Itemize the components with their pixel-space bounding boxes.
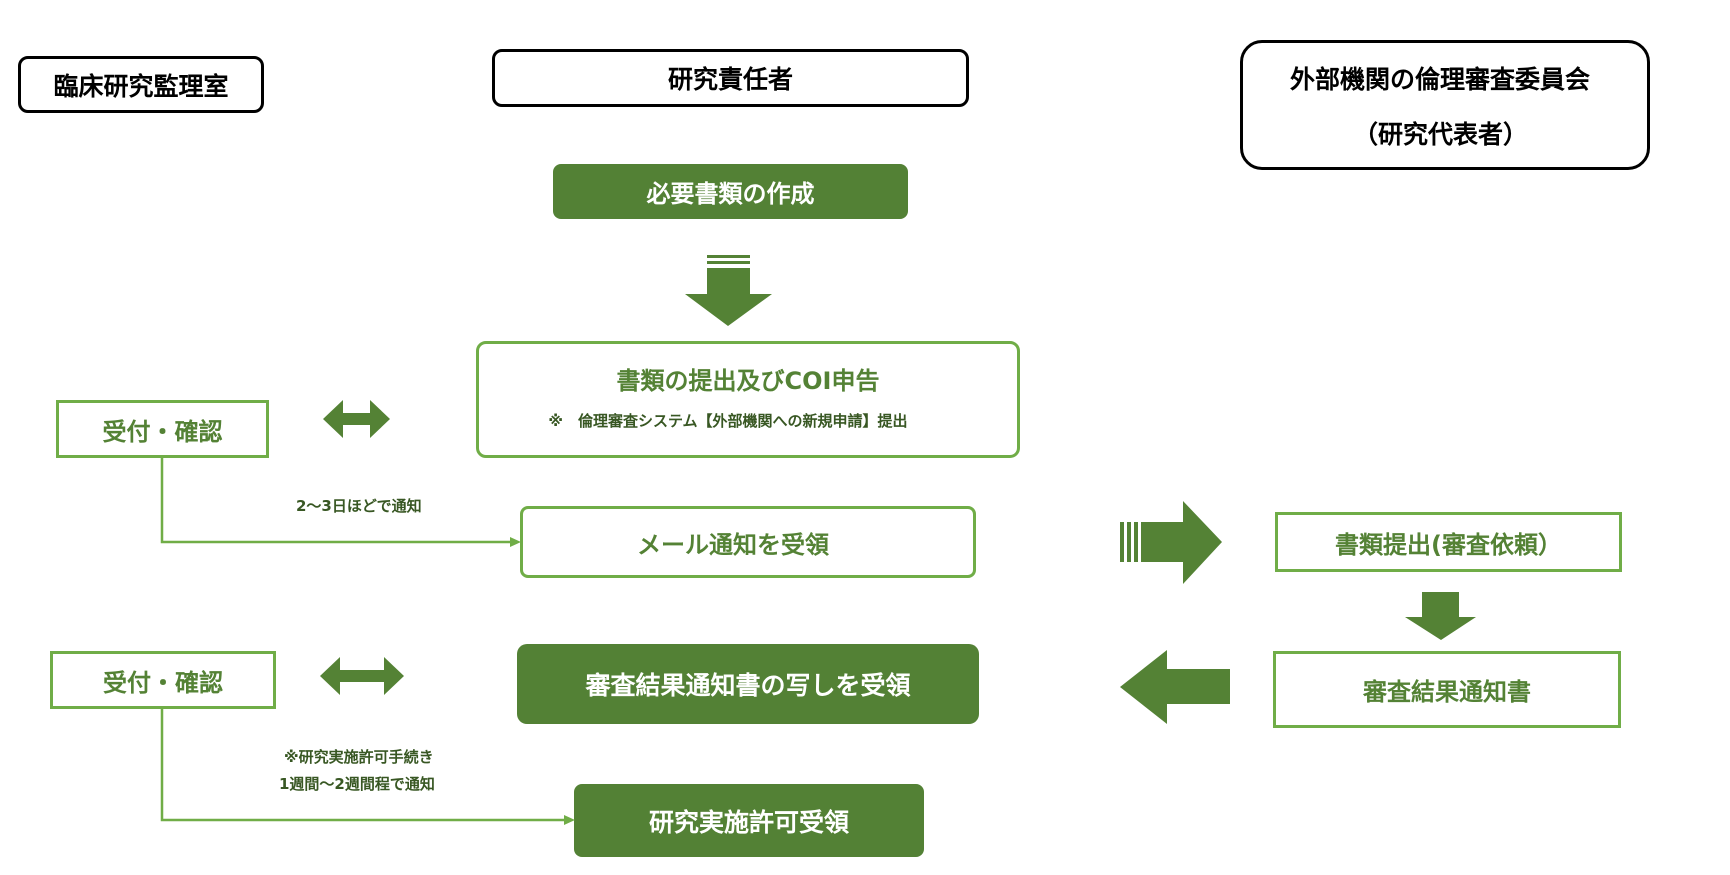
double-arrow-1: [323, 400, 390, 438]
right-arrow-to-external: [1120, 501, 1222, 584]
header-principal-investigator: 研究責任者: [492, 49, 969, 107]
step-receive-email-label: メール通知を受領: [637, 530, 829, 559]
double-arrow-2: [320, 657, 404, 695]
connector-accept1-to-email: [160, 458, 512, 544]
step-review-result-notice-label: 審査結果通知書: [1363, 678, 1531, 706]
step-accept-confirm-2-label: 受付・確認: [103, 668, 223, 697]
header-external-ethics-committee-label: 外部機関の倫理審査委員会: [1290, 65, 1591, 94]
header-clinical-research-office-label: 臨床研究監理室: [53, 71, 229, 101]
step-external-submission-label: 書類提出(審査依頼）: [1335, 530, 1562, 559]
header-clinical-research-office: 臨床研究監理室: [18, 56, 264, 113]
left-arrow-to-receive: [1120, 650, 1230, 724]
step-external-submission: 書類提出(審査依頼）: [1275, 512, 1622, 572]
connector-accept2-to-permission: [160, 709, 566, 822]
down-arrow-external: [1405, 592, 1476, 640]
step-prepare-documents-label: 必要書類の作成: [646, 180, 815, 208]
step-receive-result-copy-label: 審査結果通知書の写しを受領: [585, 671, 911, 700]
notice-time-note: 2～3日ほどで通知: [296, 497, 422, 515]
header-research-representative-label: （研究代表者）: [1353, 120, 1529, 149]
step-receive-email: メール通知を受領: [520, 506, 976, 578]
permission-time-note: 1週間～2週間程で通知: [279, 775, 435, 793]
step-accept-confirm-1-label: 受付・確認: [102, 417, 223, 446]
step-review-result-notice: 審査結果通知書: [1273, 651, 1621, 728]
step-research-permission: 研究実施許可受領: [574, 784, 924, 857]
step-research-permission-label: 研究実施許可受領: [648, 807, 849, 837]
step-receive-result-copy: 審査結果通知書の写しを受領: [517, 644, 979, 724]
step-submit-documents: 書類の提出及びCOI申告 ※ 倫理審査システム【外部機関への新規申請】提出: [476, 341, 1020, 458]
header-principal-investigator-label: 研究責任者: [667, 65, 793, 94]
step-submit-documents-title: 書類の提出及びCOI申告: [616, 367, 880, 395]
permission-procedure-note: ※研究実施許可手続き: [284, 748, 434, 766]
step-accept-confirm-2: 受付・確認: [50, 651, 276, 709]
down-arrow-prepare-to-submit: [685, 255, 772, 326]
step-prepare-documents: 必要書類の作成: [553, 164, 908, 219]
step-accept-confirm-1: 受付・確認: [56, 400, 269, 458]
header-external-ethics-committee: 外部機関の倫理審査委員会 （研究代表者）: [1240, 40, 1650, 170]
step-submit-documents-note: ※ 倫理審査システム【外部機関への新規申請】提出: [548, 412, 908, 430]
